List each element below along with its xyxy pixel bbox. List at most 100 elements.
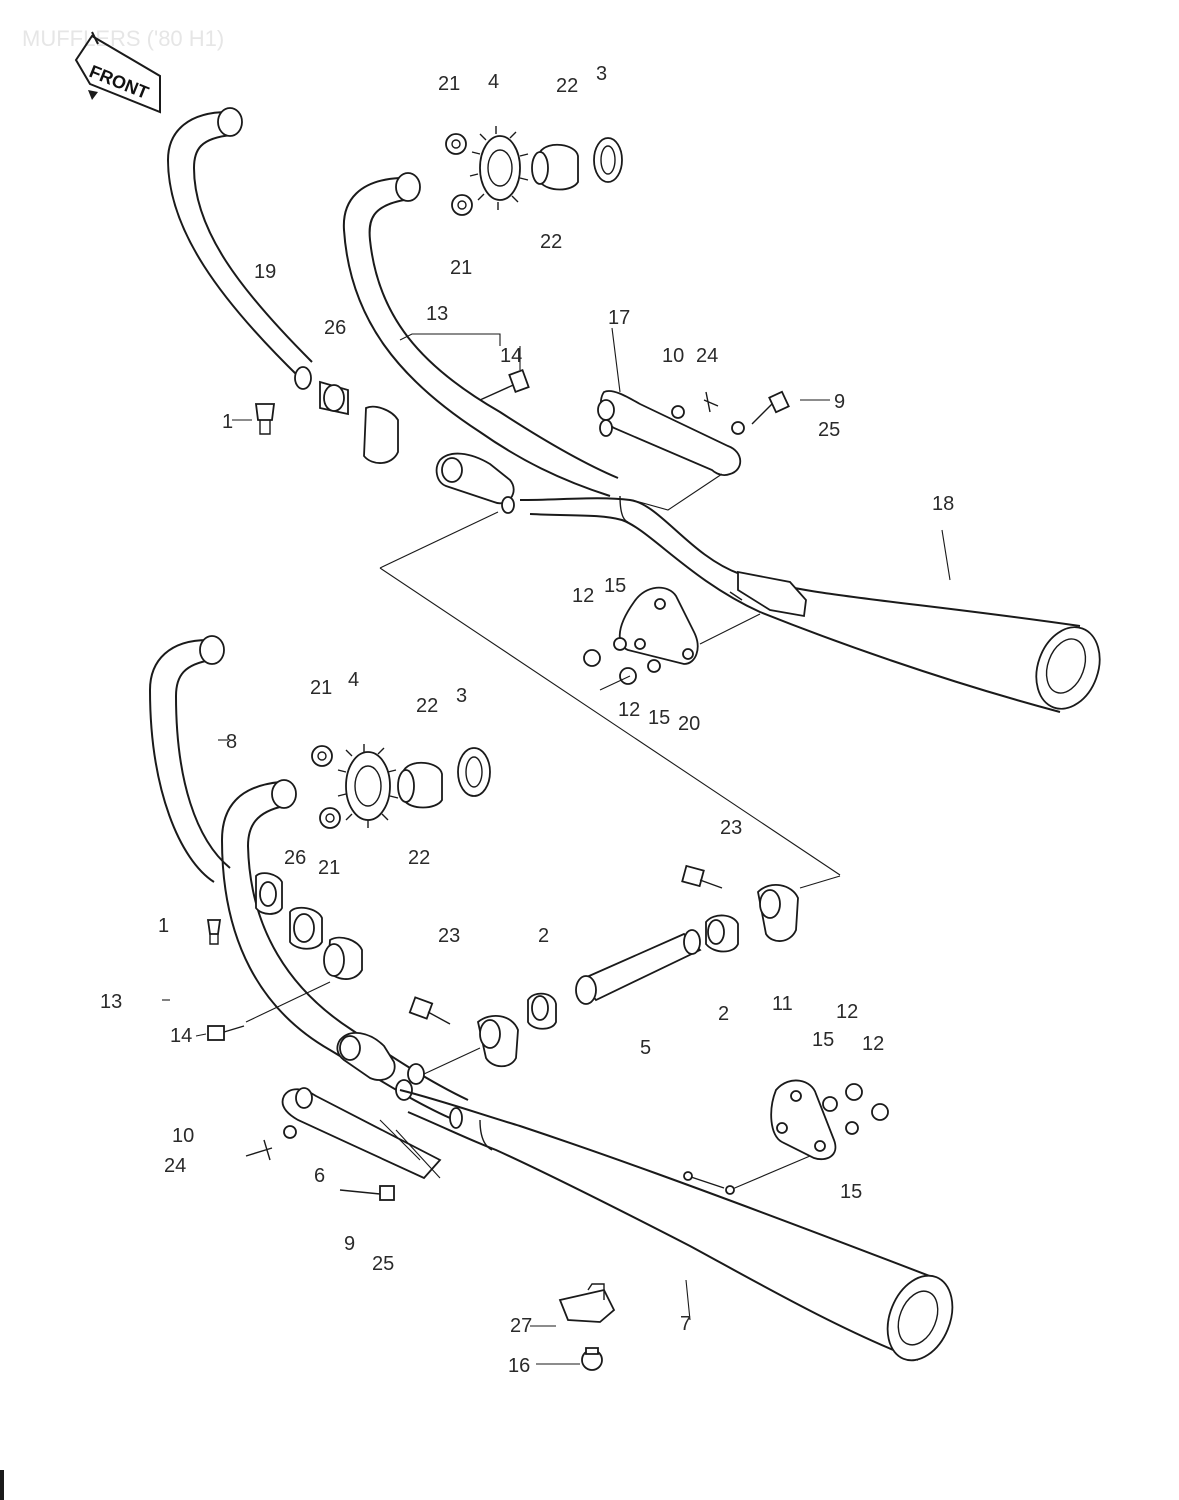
- label-4: 4: [348, 669, 359, 691]
- label-24: 24: [696, 345, 718, 367]
- upper-leader-lines: [232, 327, 951, 876]
- label-10: 10: [662, 345, 684, 367]
- bolt-23-left: [408, 996, 434, 1020]
- label-12: 12: [572, 585, 594, 607]
- label-15: 15: [604, 575, 626, 597]
- nut-21-lower-a: [311, 745, 333, 767]
- label-23: 23: [720, 817, 742, 839]
- label-15: 15: [812, 1029, 834, 1051]
- label-4: 4: [488, 71, 499, 93]
- nut-21-upper: [445, 133, 467, 155]
- label-9: 9: [344, 1233, 355, 1255]
- ring-3-lower: [457, 747, 491, 797]
- nut-12-b: [619, 667, 637, 685]
- bolt-14-lower: [207, 1025, 225, 1041]
- label-3: 3: [596, 63, 607, 85]
- page-edge-mark: [0, 1470, 4, 1500]
- pipe-holder-13: [363, 405, 399, 464]
- label-23: 23: [438, 925, 460, 947]
- label-13: 13: [426, 303, 448, 325]
- nut-10: [671, 405, 685, 419]
- sprocket-flange-4-lower: [337, 744, 399, 828]
- exhaust-pipe-13-lower: [220, 781, 451, 1119]
- washer-15-b: [647, 659, 661, 673]
- muffler-18: [519, 497, 1081, 627]
- exhaust-pipe-8: [148, 639, 215, 883]
- label-8: 8: [226, 731, 237, 753]
- label-12: 12: [862, 1033, 884, 1055]
- washer-15-a: [613, 637, 627, 651]
- bolt-9-lower: [379, 1185, 395, 1201]
- exhaust-pipe-13: [342, 177, 611, 497]
- nut-21-lower-b: [319, 807, 341, 829]
- nut-10-lower: [283, 1125, 297, 1139]
- lower-muffler-assembly: [148, 635, 954, 1371]
- label-21: 21: [450, 257, 472, 279]
- label-7: 7: [680, 1313, 691, 1335]
- label-22: 22: [540, 231, 562, 253]
- washer-24-lower: [245, 1139, 273, 1161]
- label-5: 5: [640, 1037, 651, 1059]
- upper-muffler-assembly: [166, 107, 1101, 713]
- exhaust-pipe-19: [166, 111, 301, 379]
- label-21: 21: [438, 73, 460, 95]
- label-22: 22: [408, 847, 430, 869]
- bracket-27: [558, 1288, 616, 1323]
- bolt-23-right: [681, 864, 705, 888]
- washer-15-lower-a: [822, 1096, 838, 1112]
- label-15: 15: [648, 707, 670, 729]
- lower-leader-lines: [162, 739, 691, 1365]
- label-25: 25: [372, 1253, 394, 1275]
- label-16: 16: [508, 1355, 530, 1377]
- gasket-22: [539, 143, 579, 191]
- washer-24: [703, 391, 719, 413]
- label-2: 2: [718, 1003, 729, 1025]
- label-6: 6: [314, 1165, 325, 1187]
- label-22: 22: [556, 75, 578, 97]
- bolt-1-upper: [254, 403, 276, 435]
- nut-21-lower: [451, 194, 473, 216]
- label-1: 1: [158, 915, 169, 937]
- label-14: 14: [500, 345, 522, 367]
- muffler-mount-bracket: [737, 570, 807, 618]
- label-13: 13: [100, 991, 122, 1013]
- label-2: 2: [538, 925, 549, 947]
- washer-15-lower-b: [845, 1121, 859, 1135]
- part-number-labels: 21 4 22 3 22 21 19 26 13 14 17 10 24 9 2…: [100, 63, 954, 1377]
- bolt-14: [508, 368, 530, 394]
- label-1: 1: [222, 411, 233, 433]
- label-15: 15: [840, 1181, 862, 1203]
- label-21: 21: [318, 857, 340, 879]
- gasket-22-lower: [403, 761, 443, 809]
- label-3: 3: [456, 685, 467, 707]
- label-24: 24: [164, 1155, 186, 1177]
- connecting-pipe-5: [578, 932, 702, 1002]
- nut-12-lower-a: [845, 1083, 863, 1101]
- stay-11: [770, 1079, 837, 1161]
- label-22: 22: [416, 695, 438, 717]
- sprocket-flange-4: [469, 126, 529, 210]
- label-26: 26: [324, 317, 346, 339]
- label-14: 14: [170, 1025, 192, 1047]
- nut-12-lower-b: [871, 1103, 889, 1121]
- front-arrow-icon: [88, 90, 98, 100]
- label-17: 17: [608, 307, 630, 329]
- nut-12-a: [583, 649, 601, 667]
- bolt-1-lower: [206, 919, 222, 945]
- label-9: 9: [834, 391, 845, 413]
- muffler-7: [399, 1089, 941, 1281]
- page-title: MUFFLERS ('80 H1): [22, 26, 224, 51]
- bolt-9: [768, 390, 790, 414]
- label-18: 18: [932, 493, 954, 515]
- label-26: 26: [284, 847, 306, 869]
- label-19: 19: [254, 261, 276, 283]
- ring-3: [593, 137, 623, 183]
- label-20: 20: [678, 713, 700, 735]
- label-11: 11: [772, 993, 793, 1015]
- label-12: 12: [836, 1001, 858, 1023]
- label-21: 21: [310, 677, 332, 699]
- label-27: 27: [510, 1315, 532, 1337]
- label-25: 25: [818, 419, 840, 441]
